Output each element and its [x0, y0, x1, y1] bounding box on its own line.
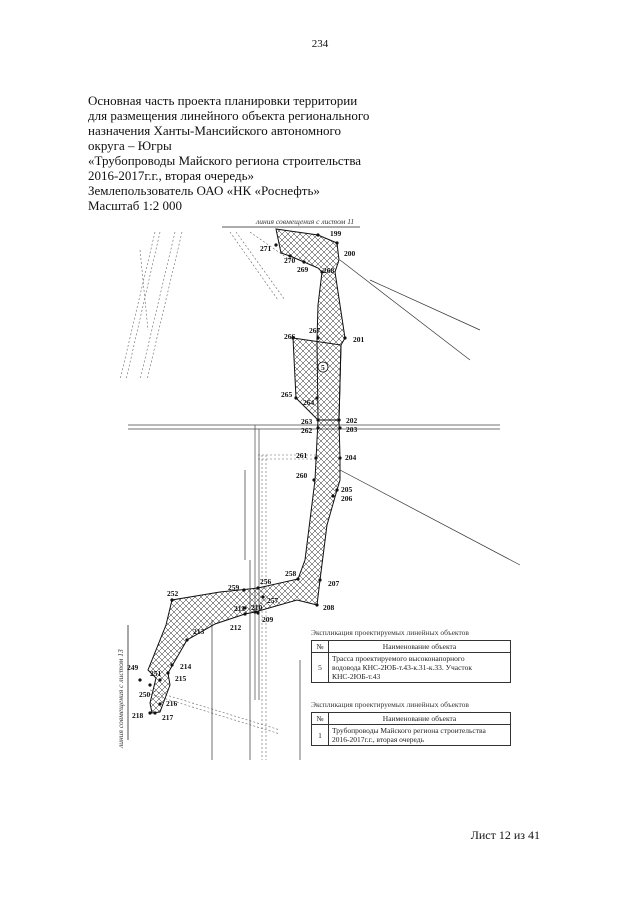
point-label: 257 — [267, 596, 279, 605]
point-label: 205 — [341, 485, 353, 494]
point-label: 218 — [132, 711, 144, 720]
point-label: 259 — [228, 583, 240, 592]
point-label: 210 — [251, 603, 263, 612]
boundary-points — [138, 233, 347, 715]
point-label: 270 — [284, 256, 296, 265]
point-label: 264 — [303, 398, 315, 407]
point-label: 207 — [328, 579, 340, 588]
zone-5-area — [292, 337, 342, 421]
title-line: округа – Югры — [88, 138, 172, 153]
point-label: 214 — [180, 662, 192, 671]
point-label: 266 — [284, 332, 296, 341]
table-cell-name: Трасса проектируемого высоконапорного во… — [328, 652, 511, 683]
point-label: 208 — [323, 603, 335, 612]
title-line: Основная часть проекта планировки террит… — [88, 93, 358, 108]
point-label: 215 — [175, 674, 187, 683]
point-label: 201 — [353, 335, 365, 344]
point-label: 213 — [193, 627, 205, 636]
point-label: 200 — [344, 249, 356, 258]
table-header-name: Наименование объекта — [328, 712, 511, 725]
road — [128, 424, 500, 700]
point-label: 211 — [234, 604, 245, 613]
table-cell-line: водовода КНС-2ЮБ-т.43-к.31-к.33. Участок — [332, 663, 472, 672]
point-label: 268 — [323, 266, 335, 275]
point-label: 216 — [166, 699, 178, 708]
title-line: назначения Ханты-Мансийского автономного — [88, 123, 342, 138]
title-line: «Трубопроводы Майского региона строитель… — [88, 153, 362, 168]
land-user: Землепользователь ОАО «НК «Роснефть» — [88, 183, 320, 198]
table-row: 5 Трасса проектируемого высоконапорного … — [311, 652, 511, 683]
left-match-line-label: линия совмещения с листом 13 — [116, 649, 125, 749]
point-label: 204 — [345, 453, 357, 462]
point-label: 262 — [301, 426, 313, 435]
table-row: 1 Трубопроводы Майского региона строител… — [311, 724, 511, 746]
page-number: 234 — [311, 38, 329, 50]
point-label: 261 — [296, 451, 308, 460]
point-label: 199 — [330, 229, 342, 238]
table-caption: Экспликация проектируемых линейных объек… — [311, 628, 469, 637]
title-block: Основная часть проекта планировки террит… — [88, 93, 388, 213]
point-label: 249 — [127, 663, 139, 672]
table-cell-line: Трубопроводы Майского региона строительс… — [332, 726, 486, 735]
point-label: 263 — [301, 417, 313, 426]
explication-table-1: Экспликация проектируемых линейных объек… — [311, 628, 511, 683]
point-label: 260 — [296, 471, 308, 480]
background-features — [119, 231, 316, 760]
point-label: 212 — [230, 623, 242, 632]
table-header-num: № — [311, 640, 329, 653]
point-label: 217 — [162, 713, 174, 722]
table-header-num: № — [311, 712, 329, 725]
table-header-name: Наименование объекта — [328, 640, 511, 653]
point-label: 251 — [150, 669, 162, 678]
point-label: 252 — [167, 589, 179, 598]
table-cell-num: 1 — [311, 724, 329, 746]
title-line: для размещения линейного объекта региона… — [88, 108, 370, 123]
zone-marker-circle — [317, 361, 329, 373]
table-cell-num: 5 — [311, 652, 329, 683]
table-cell-line: Трасса проектируемого высоконапорного — [332, 654, 465, 663]
point-label: 256 — [260, 577, 272, 586]
title-line: 2016-2017г.г., вторая очередь» — [88, 168, 254, 183]
table-caption: Экспликация проектируемых линейных объек… — [311, 700, 469, 709]
zone-marker-label: 5 — [321, 363, 325, 372]
point-label: 250 — [139, 690, 151, 699]
explication-table-2: Экспликация проектируемых линейных объек… — [311, 700, 511, 746]
table-cell-line: 2016-2017г.г., вторая очередь — [332, 735, 425, 744]
point-label: 209 — [262, 615, 274, 624]
table-cell-line: КНС-2ЮБ-т.43 — [332, 672, 381, 681]
point-label: 258 — [285, 569, 297, 578]
scale-label: Масштаб 1:2 000 — [88, 198, 182, 213]
point-label: 202 — [346, 416, 358, 425]
sheet-label: Лист 12 из 41 — [470, 828, 540, 842]
point-label: 271 — [260, 244, 272, 253]
table-cell-name: Трубопроводы Майского региона строительс… — [328, 724, 511, 746]
point-labels: 199 200 201 202 203 204 205 206 207 208 … — [127, 229, 365, 722]
utility-lines — [211, 259, 521, 760]
point-label: 203 — [346, 425, 358, 434]
point-label: 206 — [341, 494, 353, 503]
top-match-line-label: линия совмещения с листом 11 — [255, 217, 354, 226]
point-label: 265 — [281, 390, 293, 399]
point-label: 267 — [309, 326, 321, 335]
point-label: 269 — [297, 265, 309, 274]
